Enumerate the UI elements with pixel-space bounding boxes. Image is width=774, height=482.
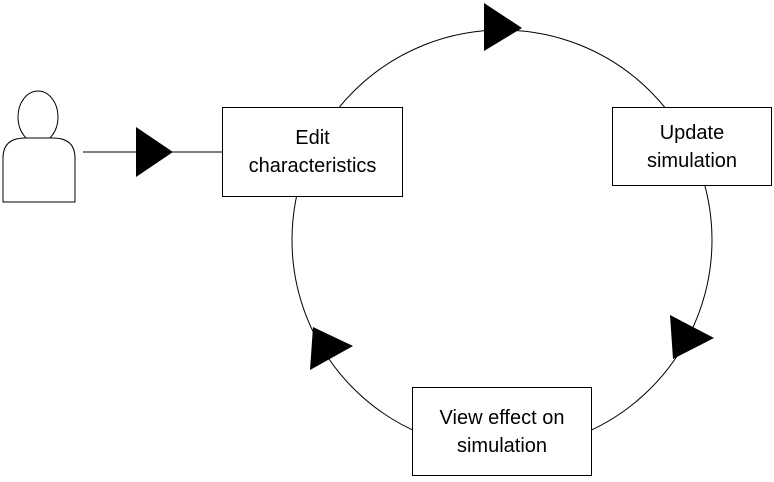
step-edit-characteristics: Edit characteristics bbox=[222, 107, 403, 197]
step-update-label-line1: Update bbox=[659, 121, 725, 144]
user-icon bbox=[2, 90, 76, 203]
step-update-simulation: Update simulation bbox=[612, 107, 772, 186]
step-update-label-line2: simulation bbox=[646, 149, 738, 172]
actor-arrow bbox=[136, 127, 173, 177]
cycle-arrow-top bbox=[484, 3, 522, 51]
step-edit-label-line2: characteristics bbox=[248, 155, 377, 177]
step-edit-label-line1: Edit bbox=[295, 127, 330, 149]
step-view-label-line2: simulation bbox=[456, 434, 548, 457]
step-view-effect: View effect on simulation bbox=[412, 387, 592, 476]
step-view-label-line1: View effect on bbox=[439, 406, 565, 429]
cycle-arrow-right bbox=[670, 315, 714, 359]
cycle-arrow-left bbox=[310, 327, 353, 370]
